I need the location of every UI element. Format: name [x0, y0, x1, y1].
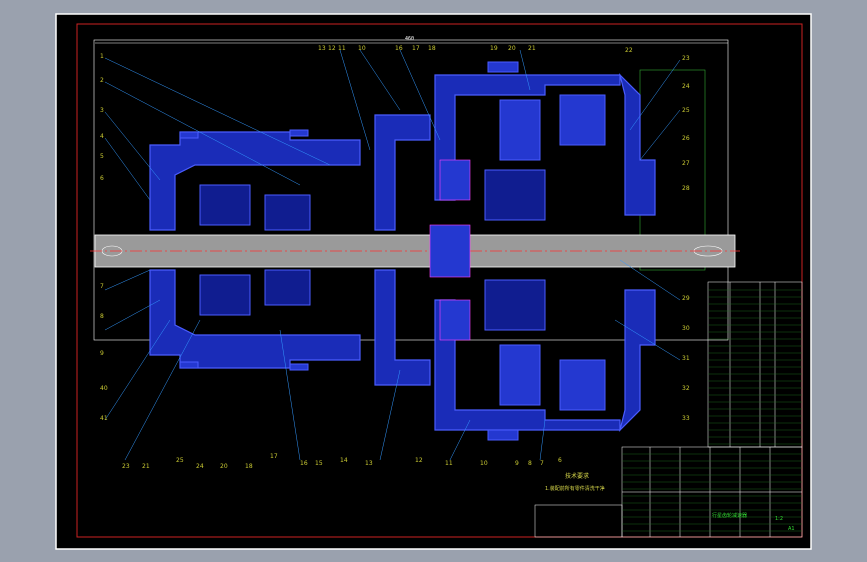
part-label-right-10: 33 [682, 415, 690, 422]
part-label-top-10: 22 [625, 47, 633, 54]
part-label-bottom-10: 13 [365, 460, 373, 467]
tech-requirements-line-1: 1.装配前所有零件清洗干净 [545, 485, 605, 492]
part-label-bottom-8: 15 [315, 460, 323, 467]
title-block-sheet: A1 [788, 526, 795, 532]
part-label-left-10: 41 [100, 415, 108, 422]
part-label-bottom-17: 6 [558, 457, 562, 464]
middle-housing-upper [374, 114, 431, 231]
part-label-bottom-14: 9 [515, 460, 519, 467]
part-label-left-2: 3 [100, 107, 104, 114]
sheet-background [56, 14, 811, 549]
planet-gear-upper-1 [499, 99, 541, 161]
leader-lines [104, 49, 681, 461]
bolt-bottom-3 [487, 429, 519, 441]
part-label-top-7: 19 [490, 45, 498, 52]
part-label-bottom-7: 16 [300, 460, 308, 467]
part-label-top-1: 12 [328, 45, 336, 52]
part-label-bottom-16: 7 [540, 460, 544, 467]
part-label-bottom-5: 18 [245, 463, 253, 470]
part-label-bottom-0: 23 [122, 463, 130, 470]
part-label-left-3: 4 [100, 133, 104, 140]
ring-gear-lower [484, 279, 546, 331]
part-label-top-5: 17 [412, 45, 420, 52]
planet-gear-upper-2 [559, 94, 606, 146]
gearbox-housing [149, 61, 656, 441]
title-block-rows [622, 453, 802, 532]
part-label-bottom-11: 12 [415, 457, 423, 464]
right-cover-lower [618, 289, 656, 432]
part-label-bottom-9: 14 [340, 457, 348, 464]
part-label-left-5: 6 [100, 175, 104, 182]
part-label-right-9: 32 [682, 385, 690, 392]
tech-requirements-title: 技术要求 [565, 472, 589, 480]
part-label-right-5: 28 [682, 185, 690, 192]
bearing-left-lower [199, 274, 251, 316]
part-label-left-6: 7 [100, 283, 104, 290]
part-label-left-4: 5 [100, 153, 104, 160]
part-label-bottom-1: 21 [142, 463, 150, 470]
title-block-name: 行星齿轮减速器 [712, 512, 747, 519]
part-label-left-7: 8 [100, 313, 104, 320]
bearing-left-upper [199, 184, 251, 226]
drawing-frame [76, 23, 803, 538]
part-label-top-6: 18 [428, 45, 436, 52]
sheet-border [55, 13, 812, 550]
part-label-bottom-12: 11 [445, 460, 453, 467]
part-label-right-8: 31 [682, 355, 690, 362]
bolt-top-1 [179, 131, 199, 139]
sun-gear-stage-1-lower [439, 299, 471, 341]
part-label-right-0: 23 [682, 55, 690, 62]
right-cover-upper [618, 73, 656, 216]
planet-gear-lower-1 [499, 344, 541, 406]
part-label-top-3: 10 [358, 45, 366, 52]
part-label-bottom-3: 24 [196, 463, 204, 470]
part-label-right-4: 27 [682, 160, 690, 167]
part-label-right-7: 30 [682, 325, 690, 332]
part-label-right-1: 24 [682, 83, 690, 90]
part-label-left-1: 2 [100, 77, 104, 84]
part-label-bottom-2: 25 [176, 457, 184, 464]
part-label-top-2: 11 [338, 45, 346, 52]
part-label-right-2: 25 [682, 107, 690, 114]
part-label-top-4: 16 [395, 45, 403, 52]
part-label-top-9: 21 [528, 45, 536, 52]
title-block-scale: 1:2 [775, 516, 783, 522]
left-housing-lower [149, 269, 361, 369]
ring-gear-upper [484, 169, 546, 221]
bolt-top-3 [487, 61, 519, 73]
title-block [534, 446, 803, 538]
part-number-labels: 13 12 11 10 16 17 18 19 20 21 22 1 2 3 4… [100, 45, 690, 470]
part-label-bottom-13: 10 [480, 460, 488, 467]
inner-frame [93, 39, 729, 341]
part-label-bottom-6: 17 [270, 453, 278, 460]
sun-gear-stage-1-upper [439, 159, 471, 201]
top-dimension-text: 460 [405, 36, 414, 42]
coupling-hub [429, 224, 471, 278]
part-label-left-0: 1 [100, 53, 104, 60]
bolt-top-2 [289, 129, 309, 137]
bearing-mid-lower [264, 269, 311, 306]
part-label-right-6: 29 [682, 295, 690, 302]
part-label-top-0: 13 [318, 45, 326, 52]
parts-list-rows [708, 289, 802, 445]
part-label-top-8: 20 [508, 45, 516, 52]
bearing-mid-upper [264, 194, 311, 231]
part-label-left-8: 9 [100, 350, 104, 357]
part-label-left-9: 40 [100, 385, 108, 392]
bolt-bottom-1 [179, 361, 199, 369]
planet-gear-lower-2 [559, 359, 606, 411]
bolt-bottom-2 [289, 363, 309, 371]
part-label-right-3: 26 [682, 135, 690, 142]
part-label-bottom-15: 8 [528, 460, 532, 467]
part-label-bottom-4: 20 [220, 463, 228, 470]
middle-housing-lower [374, 269, 431, 386]
